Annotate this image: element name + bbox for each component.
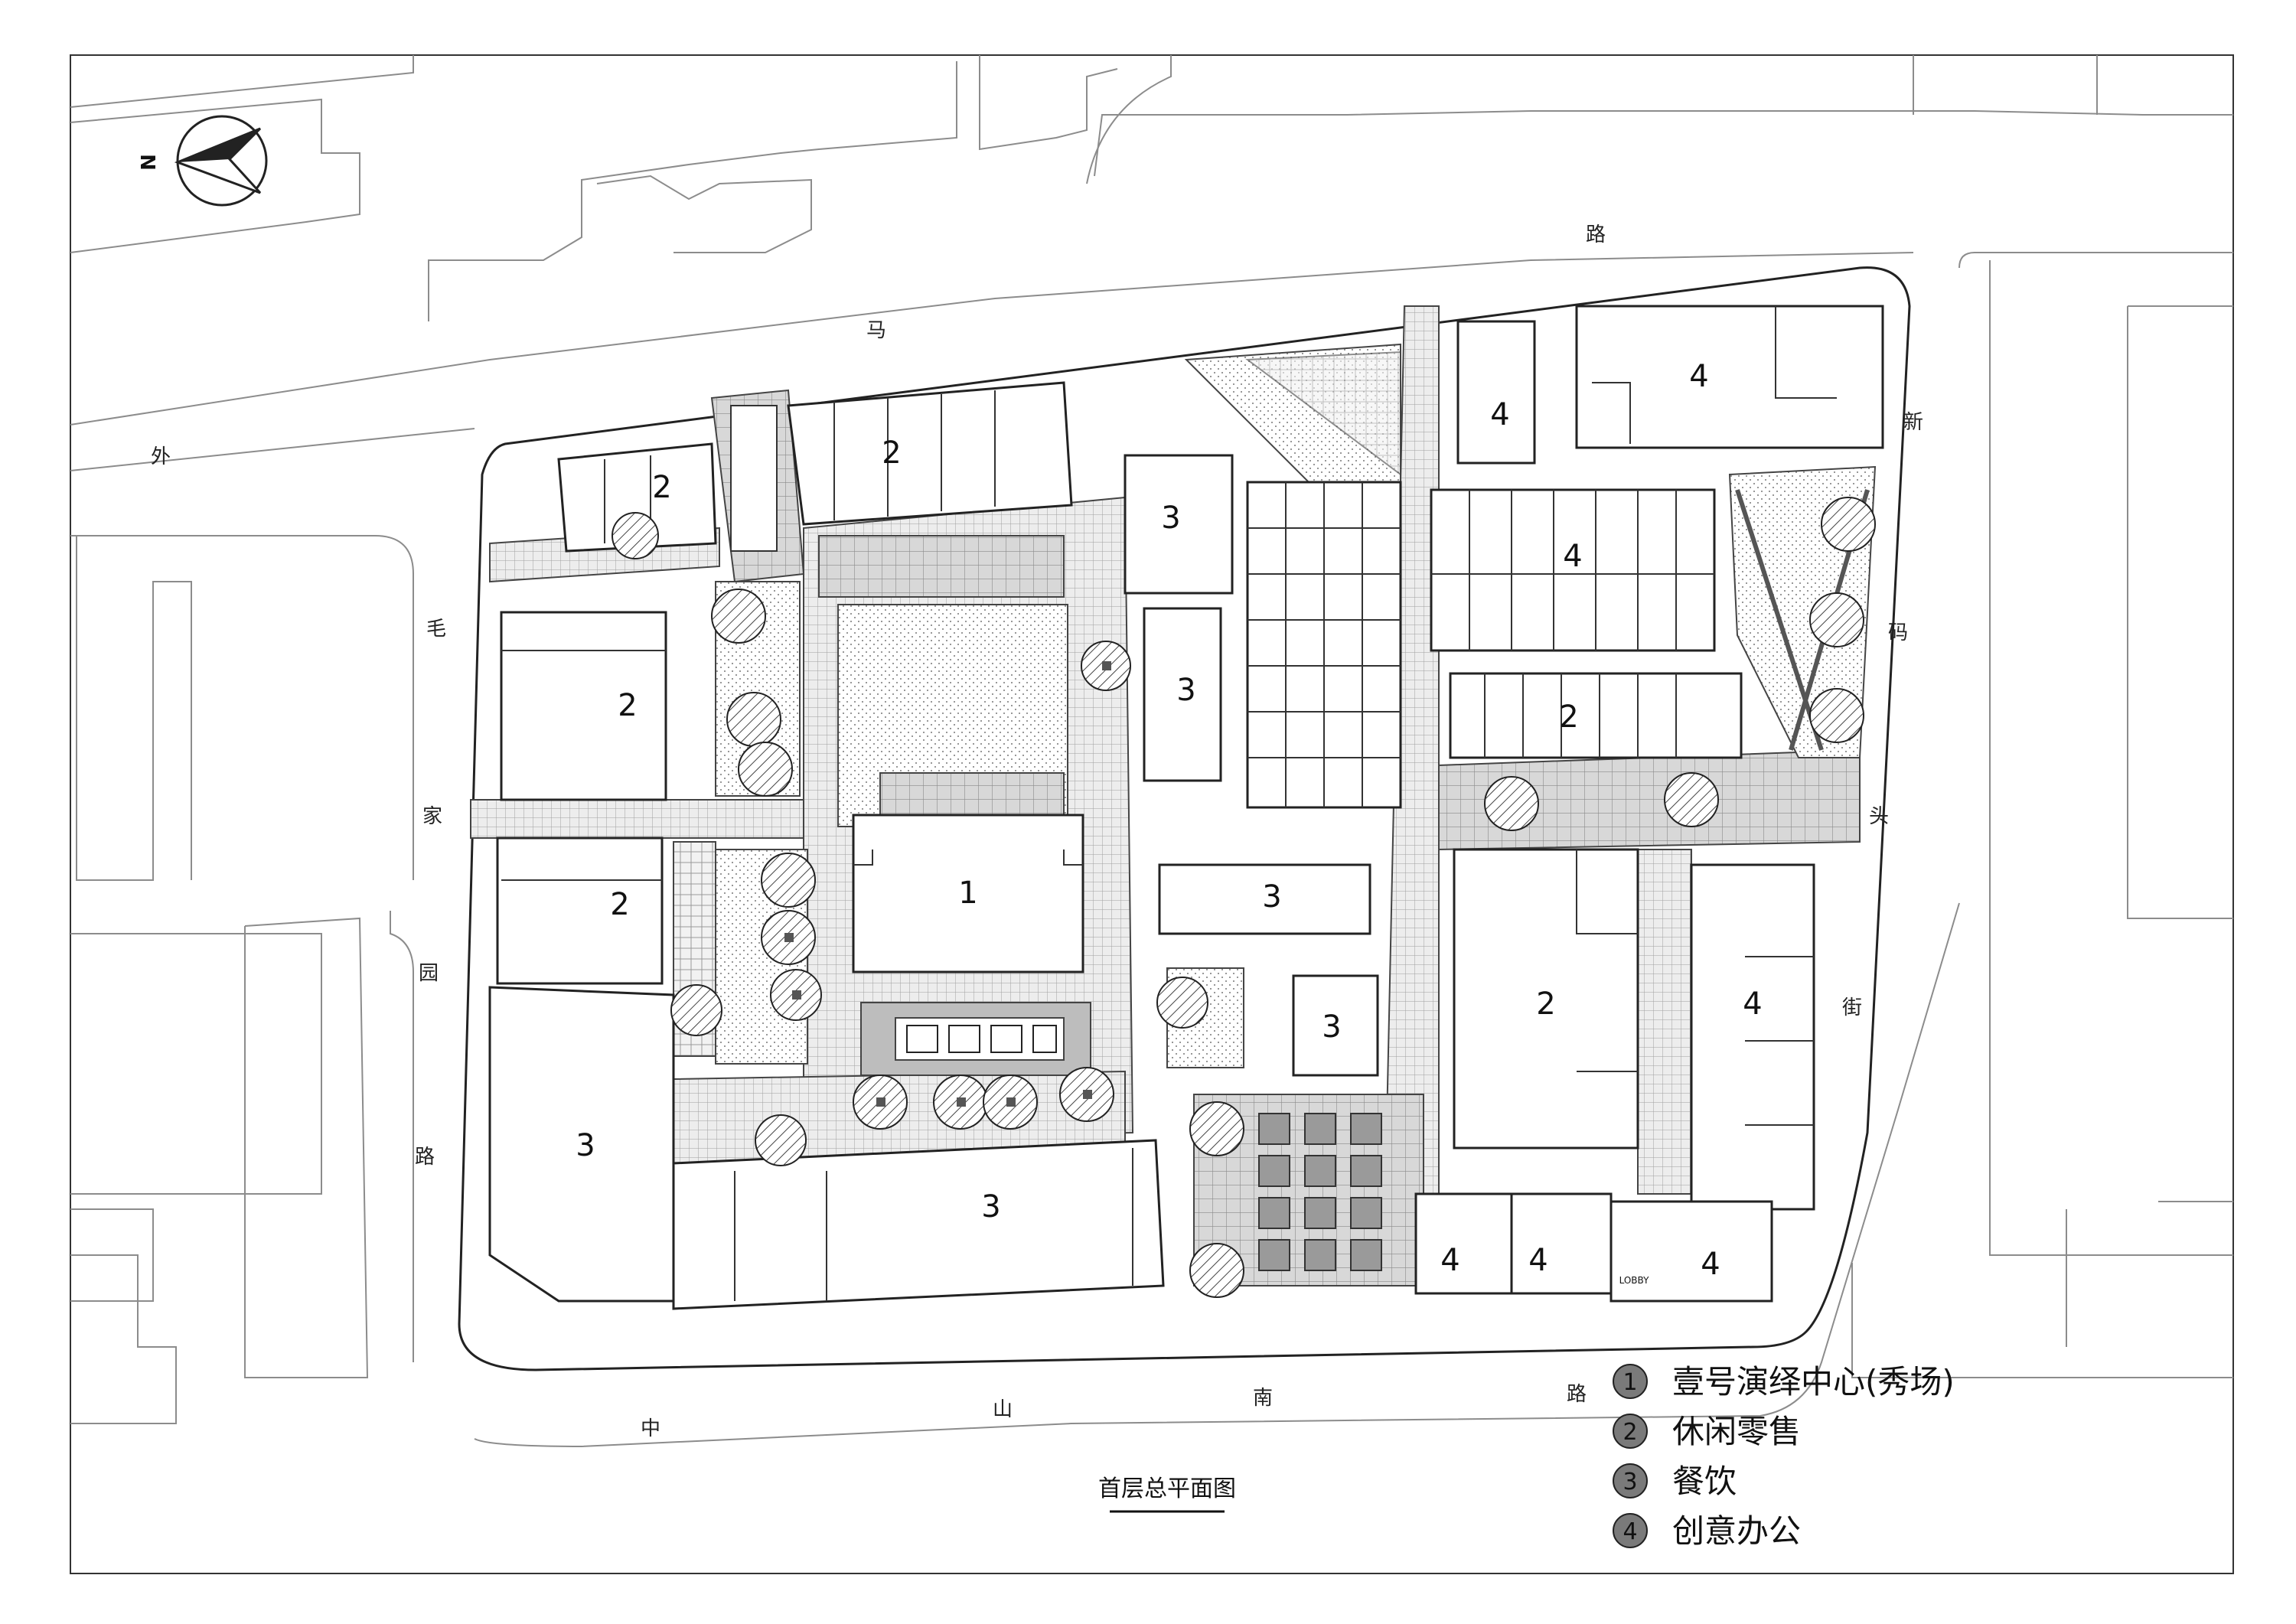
- label-building-4-ne-a: 4: [1490, 397, 1509, 432]
- building-2-east-a: [1449, 672, 1743, 759]
- legend-item-2: 2 休闲零售: [1613, 1413, 1801, 1450]
- label-building-4-east-a: 4: [1563, 539, 1582, 574]
- road-maojiayuan-char-3: 园: [419, 962, 439, 985]
- label-building-2-north: 2: [882, 435, 901, 471]
- interior-partitions: [501, 306, 1837, 1301]
- building-labels: 1 2 2 2 2 2 2 3 3 3 3 3 3 4 4 4 4 4 4 4 …: [576, 359, 1762, 1286]
- label-building-2-west-b: 2: [610, 887, 629, 922]
- road-zhongshannan-char-1: 中: [641, 1417, 660, 1440]
- building-2-east-b: [1453, 848, 1639, 1150]
- road-waima-char-2: 马: [866, 319, 886, 342]
- plan-title: 首层总平面图: [1098, 1476, 1236, 1502]
- legend-item-1: 1 壹号演绎中心(秀场): [1613, 1363, 1955, 1401]
- legend-circle-2: [1613, 1414, 1648, 1449]
- plan-title-group: 首层总平面图: [1098, 1476, 1236, 1513]
- road-maojiayuan-char-4: 路: [415, 1146, 435, 1169]
- road-zhongshannan-char-4: 路: [1567, 1383, 1587, 1406]
- road-waima-char-1: 外: [151, 445, 171, 468]
- building-2-nw: [557, 442, 717, 553]
- label-building-3-center-c: 3: [1322, 1009, 1341, 1045]
- building-4-se-a: [1414, 1192, 1513, 1295]
- building-4-east-b: [1690, 863, 1815, 1211]
- building-4-se-b: [1510, 1192, 1613, 1295]
- building-4-ne-a: [1456, 320, 1536, 465]
- road-xinmatou-char-1: 新: [1903, 411, 1923, 434]
- legend-label-1: 壹号演绎中心(秀场): [1672, 1363, 1955, 1401]
- building-3-south: [672, 1139, 1165, 1310]
- label-building-3-south: 3: [981, 1189, 1000, 1225]
- legend-num-1: 1: [1623, 1369, 1637, 1396]
- label-building-3-center-a: 3: [1176, 673, 1195, 708]
- legend-num-4: 4: [1623, 1518, 1637, 1545]
- legend-circle-1: [1613, 1364, 1648, 1399]
- road-xinmatou-char-3: 头: [1869, 805, 1889, 828]
- building-2-west-a: [500, 611, 667, 801]
- building-3-center-c: [1292, 974, 1379, 1077]
- north-arrow: N: [138, 115, 268, 207]
- label-lobby: LOBBY: [1619, 1275, 1650, 1286]
- building-4-east-a: [1430, 488, 1716, 652]
- north-label: N: [138, 154, 161, 171]
- plaza-grid-squares: [1258, 1113, 1382, 1271]
- legend-num-3: 3: [1623, 1469, 1637, 1495]
- label-building-3-west: 3: [576, 1128, 595, 1163]
- building-3-north: [1124, 454, 1234, 595]
- label-building-2-nw: 2: [652, 470, 671, 505]
- label-building-2-east-a: 2: [1559, 699, 1578, 735]
- fountain-squares: [906, 1025, 1057, 1053]
- building-2-west-b: [496, 836, 664, 985]
- legend-item-3: 3 餐饮: [1613, 1463, 1737, 1500]
- legend-label-3: 餐饮: [1672, 1463, 1737, 1500]
- road-waima-char-3: 路: [1586, 223, 1606, 246]
- label-building-4-ne-b: 4: [1689, 359, 1708, 394]
- road-xinmatou-char-2: 码: [1888, 621, 1908, 644]
- building-3-center-b: [1158, 863, 1371, 935]
- label-building-1: 1: [958, 876, 977, 911]
- tree-centers: [784, 661, 1111, 1107]
- label-building-3-north: 3: [1161, 501, 1180, 536]
- label-building-2-east-b: 2: [1536, 986, 1555, 1022]
- building-3-center-a: [1143, 607, 1222, 782]
- legend-circle-3: [1613, 1463, 1648, 1498]
- legend-item-4: 4 创意办公: [1613, 1512, 1801, 1550]
- context-buildings: [70, 55, 2233, 1448]
- building-3-west: [488, 986, 675, 1303]
- label-building-3-center-b: 3: [1262, 879, 1281, 915]
- road-zhongshannan-char-3: 南: [1253, 1387, 1273, 1410]
- road-maojiayuan-char-1: 毛: [426, 618, 446, 641]
- road-labels: 外 马 路 毛 家 园 路 中 山 南 路 新 码 头 街: [151, 223, 1923, 1440]
- legend-num-2: 2: [1623, 1419, 1637, 1446]
- legend-label-2: 休闲零售: [1672, 1413, 1801, 1450]
- drawing-frame: [70, 54, 2234, 1574]
- road-zhongshannan-char-2: 山: [993, 1398, 1013, 1421]
- label-building-2-west-a: 2: [618, 688, 637, 723]
- label-building-4-se-c: 4: [1701, 1247, 1720, 1282]
- label-building-4-se-a: 4: [1440, 1243, 1459, 1278]
- buildings: [488, 305, 1884, 1310]
- building-1: [852, 814, 1084, 973]
- road-xinmatou-char-4: 街: [1842, 996, 1862, 1019]
- legend: 1 壹号演绎中心(秀场) 2 休闲零售 3 餐饮 4 创意办公: [1613, 1363, 1955, 1550]
- building-2-north: [787, 381, 1073, 526]
- building-4-ne-b: [1575, 305, 1884, 449]
- label-building-4-east-b: 4: [1743, 986, 1762, 1022]
- label-building-4-se-b: 4: [1528, 1243, 1548, 1278]
- legend-label-4: 创意办公: [1672, 1512, 1801, 1550]
- legend-circle-4: [1613, 1513, 1648, 1548]
- building-4-se-c: [1609, 1200, 1773, 1303]
- road-maojiayuan-char-2: 家: [422, 805, 442, 828]
